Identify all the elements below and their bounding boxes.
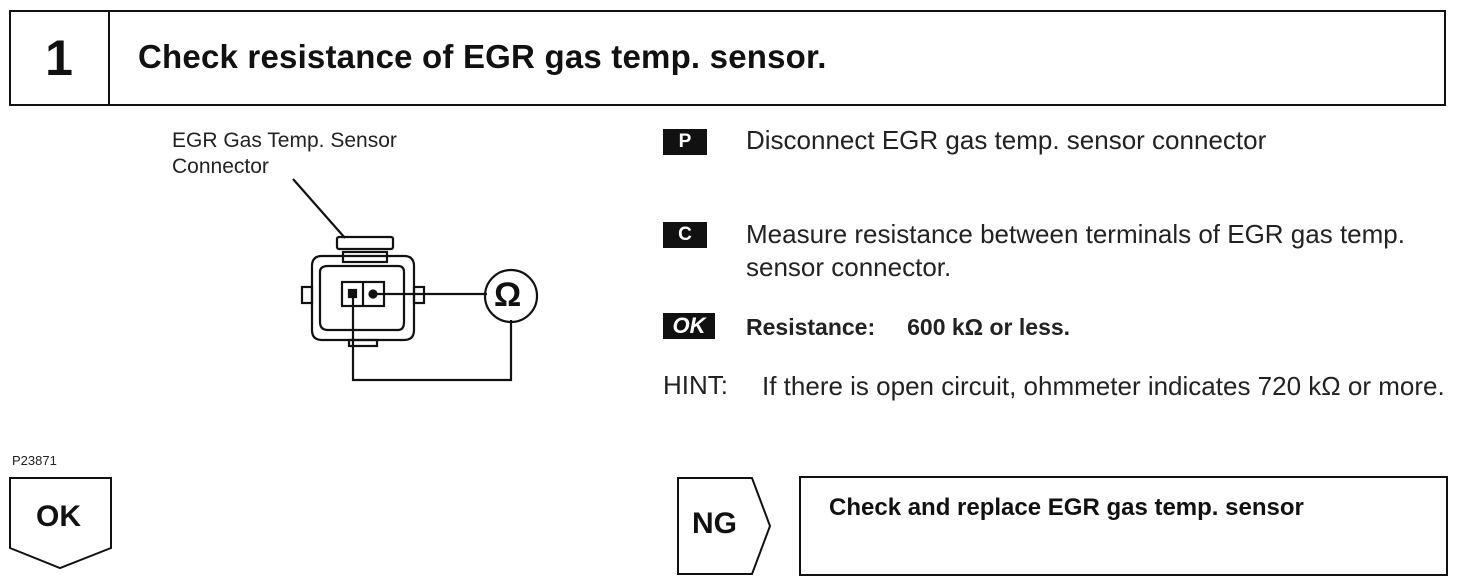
connector-bottom-tab <box>347 338 379 348</box>
spec-resistance: Resistance: 600 kΩ or less. <box>746 311 1070 344</box>
leader-line <box>292 178 346 239</box>
connector-label-line2: Connector <box>172 155 269 178</box>
connector-label-line1: EGR Gas Temp. Sensor <box>172 129 397 152</box>
wire-bottom <box>351 297 513 382</box>
ng-result-label: NG <box>692 507 737 540</box>
hint-text: If there is open circuit, ohmmeter indic… <box>762 371 1445 401</box>
spec-value: 600 kΩ or less. <box>907 314 1071 340</box>
ng-arrow-box <box>677 477 772 575</box>
hint-label: HINT: <box>663 370 728 400</box>
connector-label: EGR Gas Temp. Sensor Connector <box>172 128 397 180</box>
ng-action-box <box>799 476 1448 576</box>
badge-p: P <box>663 129 707 155</box>
spec-label: Resistance: <box>746 314 876 340</box>
ng-action-text: Check and replace EGR gas temp. sensor <box>829 494 1304 521</box>
connector-tab-left <box>300 285 314 305</box>
connector-inner <box>318 264 406 332</box>
connector-latch <box>335 235 395 251</box>
instruction-measure: Measure resistance between terminals of … <box>746 219 1405 282</box>
figure-code: P23871 <box>12 453 57 468</box>
badge-c: C <box>663 222 707 248</box>
instruction-disconnect: Disconnect EGR gas temp. sensor connecto… <box>746 125 1267 155</box>
ok-arrow-box <box>9 477 112 570</box>
ok-result-label: OK <box>36 500 81 533</box>
step-title: Check resistance of EGR gas temp. sensor… <box>138 38 827 75</box>
step-header-divider <box>108 10 110 106</box>
ohmmeter-icon <box>483 268 539 324</box>
badge-ok: OK <box>663 313 715 339</box>
ohm-symbol: Ω <box>494 276 522 314</box>
connector-body <box>310 254 416 342</box>
step-header-box <box>9 10 1446 106</box>
step-number: 1 <box>45 30 73 86</box>
